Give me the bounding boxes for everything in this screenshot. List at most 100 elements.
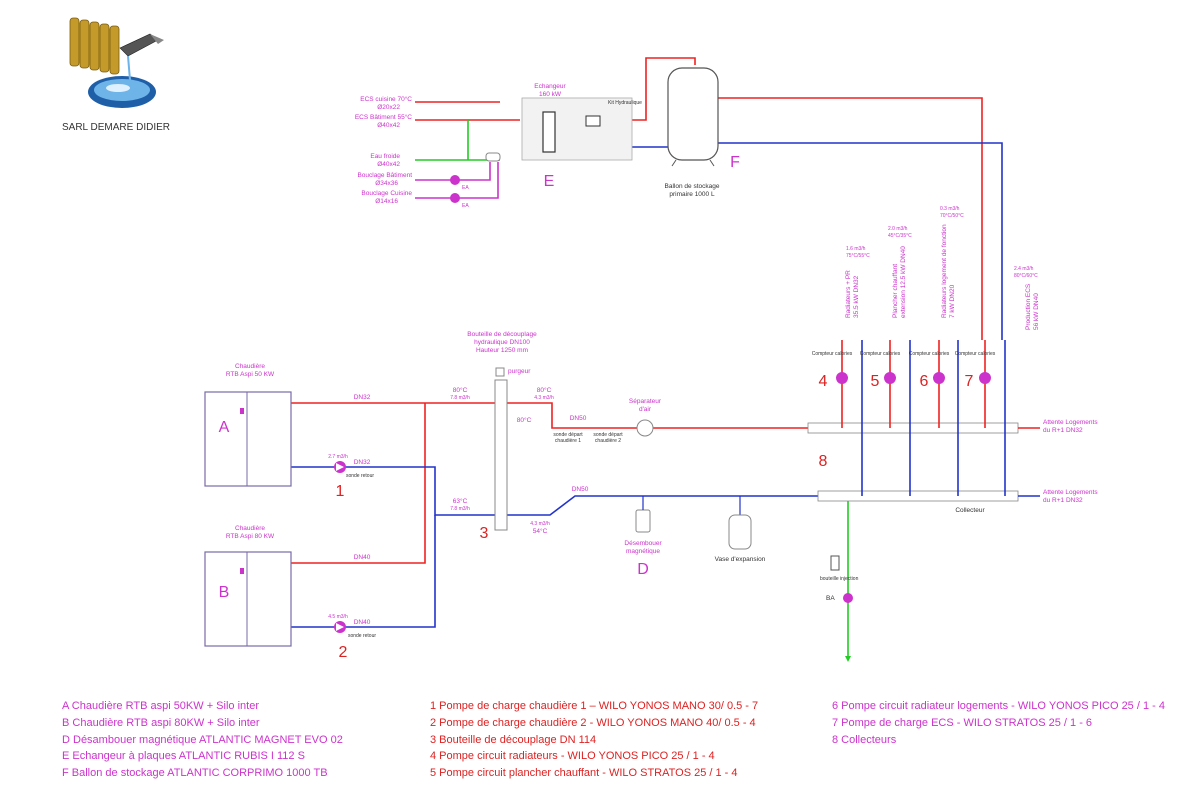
sonde-1-line2: chaudière 1: [555, 438, 581, 444]
temp-80-b: 80°C: [537, 386, 552, 394]
circuit-5-power: extension 12.5 kW DN40: [900, 246, 907, 318]
pipe-a-supply-label: DN32: [354, 394, 371, 401]
circuit-7-name: Production ECS: [1025, 283, 1032, 330]
pump-2-number: 2: [339, 644, 348, 661]
echangeur-line1: Echangeur: [534, 83, 566, 90]
sonde-retour-a: sonde retour: [346, 473, 374, 479]
legend-item: 1 Pompe de charge chaudière 1 – WILO YON…: [430, 700, 759, 712]
collector-8-number: 8: [819, 453, 828, 470]
boiler-b-title: Chaudière: [235, 525, 265, 532]
legend-item: 6 Pompe circuit radiateur logements - WI…: [832, 700, 1165, 712]
attente2-line1: Attente Logements: [1043, 489, 1098, 496]
circuit-4: 4 Radiateurs + PR 35.5 kW DN32 1.6 m3/h …: [819, 246, 871, 390]
temp-80-a: 80°C: [453, 386, 468, 394]
compteur-6: Compteur calories: [909, 351, 950, 357]
sonde-2-line1: sonde départ: [593, 432, 623, 438]
circuit-5-number: 5: [871, 373, 880, 390]
circuit-6-flow: 0.3 m3/h: [940, 206, 960, 212]
legend-equipment: A Chaudière RTB aspi 50KW + Silo inter B…: [62, 698, 343, 782]
compteur-4: Compteur calories: [812, 351, 853, 357]
circuit-5: 5 Plancher chauffant extension 12.5 kW D…: [871, 226, 913, 390]
pump-1-number: 1: [336, 483, 345, 500]
collecteur-label: Collecteur: [955, 507, 985, 514]
boiler-a-title: Chaudière: [235, 363, 265, 370]
sonde-retour-b: sonde retour: [348, 633, 376, 639]
pipework: [290, 57, 1040, 660]
bouteille-decouplage: Bouteille de découplage hydraulique DN10…: [467, 331, 537, 542]
legend-item: A Chaudière RTB aspi 50KW + Silo inter: [62, 700, 259, 712]
boiler-b-model: RTB Aspi 80 KW: [226, 533, 275, 540]
pipe-a-return-label: DN32: [354, 459, 371, 466]
eau-froide: Eau froide: [370, 153, 400, 160]
circuit-6-temp: 70°C/50°C: [940, 213, 964, 219]
legend-item: 5 Pompe circuit plancher chauffant - WIL…: [430, 767, 738, 780]
pump-2-rating: 4.5 m3/h: [328, 614, 348, 620]
temp-63: 63°C: [453, 497, 468, 505]
bouclage-bat: Bouclage Bâtiment: [357, 172, 412, 179]
ballon-line2: primaire 1000 L: [669, 191, 715, 198]
compteur-5: Compteur calories: [860, 351, 901, 357]
legend-item: 3 Bouteille de découplage DN 114: [430, 733, 597, 746]
legend-item: 2 Pompe de charge chaudière 2 - WILO YON…: [430, 716, 756, 729]
circuit-4-number: 4: [819, 373, 828, 390]
echangeur-letter: E: [544, 173, 555, 190]
ecs-batiment: ECS Bâtiment 55°C: [355, 113, 412, 121]
ballon-letter: F: [730, 154, 740, 171]
ecs-batiment-d: Ø40x42: [377, 122, 400, 129]
desemboueur-line1: Désembouer: [624, 540, 662, 547]
flow-78-a: 7.8 m3/h: [450, 395, 470, 401]
circuit-5-flow: 2.0 m3/h: [888, 226, 908, 232]
legend-item: F Ballon de stockage ATLANTIC CORPRIMO 1…: [62, 767, 328, 780]
pipe-return-label: DN50: [572, 486, 589, 493]
echangeur: Kit Hydraulique Echangeur 160 kW E: [521, 83, 642, 190]
pipe-b-supply-label: DN40: [354, 554, 371, 561]
bouclage-cui: Bouclage Cuisine: [361, 190, 412, 197]
bouteille-line1: Bouteille de découplage: [467, 331, 537, 338]
desemboueur-letter: D: [637, 561, 649, 578]
ea-label-1: EA: [462, 185, 469, 191]
desemboueur: Désembouer magnétique D: [624, 496, 662, 578]
pump-1: 1 2.7 m3/h: [328, 454, 348, 500]
legend-item: E Echangeur à plaques ATLANTIC RUBIS I 1…: [62, 750, 305, 763]
circuit-6: 6 Radiateurs logement de fonction 7 kW D…: [920, 206, 965, 390]
sonde-1-line1: sonde départ: [553, 432, 583, 438]
legend-item: 7 Pompe de charge ECS - WILO STRATOS 25 …: [832, 716, 1093, 729]
legend-pumps: 1 Pompe de charge chaudière 1 – WILO YON…: [430, 698, 758, 782]
circuit-4-temp: 75°C/55°C: [846, 253, 870, 259]
flow-43-a: 4.3 m3/h: [534, 395, 554, 401]
boiler-b: B Chaudière RTB Aspi 80 KW: [204, 525, 292, 647]
ecs-pumps: EA EA: [450, 152, 501, 209]
expansion-vessel: Vase d'expansion: [715, 496, 766, 563]
legend-item: 4 Pompe circuit radiateurs - WILO YONOS …: [430, 750, 715, 763]
legend-item: B Chaudière RTB aspi 80KW + Silo inter: [62, 716, 260, 729]
circuit-6-name: Radiateurs logement de fonction: [941, 224, 948, 318]
air-separator: Séparateur d'air: [629, 398, 662, 437]
circuit-4-power: 35.5 kW DN32: [853, 275, 860, 318]
vase-label: Vase d'expansion: [715, 556, 766, 563]
kit-label: Kit Hydraulique: [608, 100, 642, 106]
pipe-b-return-label: DN40: [354, 619, 371, 626]
bouclage-bat-d: Ø34x36: [375, 180, 398, 187]
pipe-sep-out-label: DN50: [570, 415, 587, 422]
boiler-b-letter: B: [219, 584, 230, 601]
company-name: SARL DEMARE DIDIER: [62, 122, 170, 133]
company-logo: [69, 17, 164, 108]
attente1-line2: du R+1 DN32: [1043, 427, 1083, 434]
ba-label: BA: [826, 595, 835, 602]
circuit-5-temp: 45°C/35°C: [888, 233, 912, 239]
pump-2: 2 4.5 m3/h: [328, 614, 348, 661]
echangeur-line2: 160 kW: [539, 91, 562, 98]
legend-circuits: 6 Pompe circuit radiateur logements - WI…: [832, 698, 1165, 748]
compteur-7: Compteur calories: [955, 351, 996, 357]
boiler-a: A Chaudière RTB Aspi 50 KW: [204, 363, 292, 487]
boiler-a-model: RTB Aspi 50 KW: [226, 371, 275, 378]
legend-item: D Désambouer magnétique ATLANTIC MAGNET …: [62, 733, 343, 746]
eau-froide-d: Ø40x42: [377, 161, 400, 168]
sonde-2-line2: chaudière 2: [595, 438, 621, 444]
ecs-cuisine: ECS cuisine 70°C: [360, 95, 412, 103]
circuit-6-number: 6: [920, 373, 929, 390]
separator-line2: d'air: [639, 406, 652, 413]
circuit-7: 7 Production ECS 56 kW DN40 2.4 m3/h 80°…: [965, 266, 1040, 390]
circuit-4-name: Radiateurs + PR: [845, 270, 852, 318]
